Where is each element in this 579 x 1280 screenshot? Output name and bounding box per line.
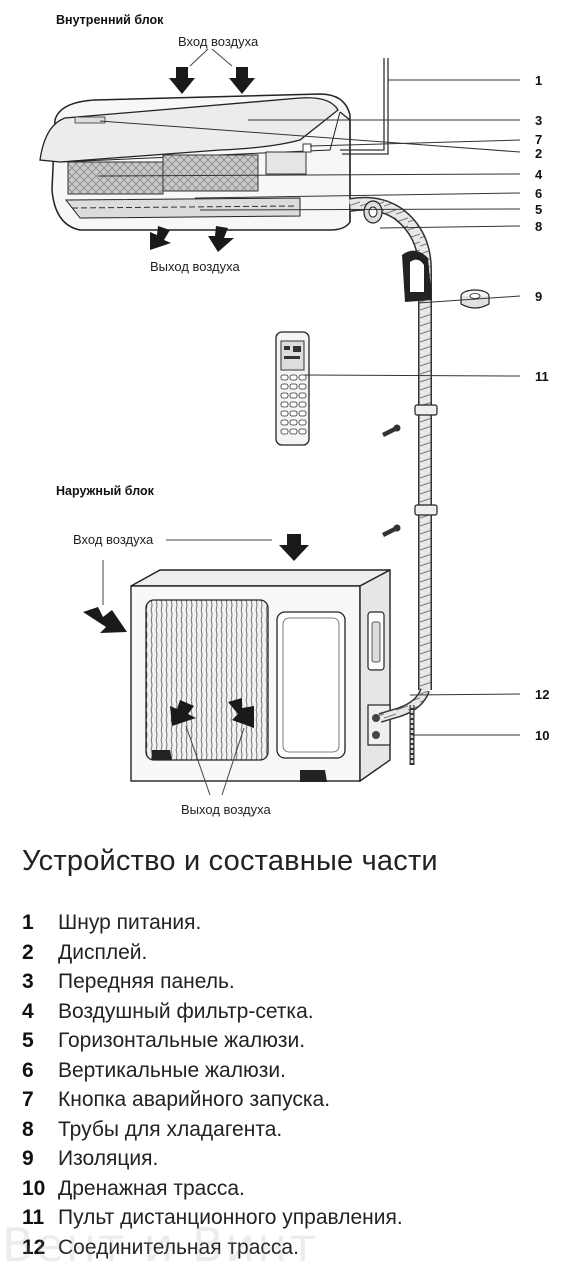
legend-text: Передняя панель. (58, 970, 235, 993)
legend-text: Дисплей. (58, 940, 148, 964)
legend-text: Дренажная трасса. (58, 1176, 245, 1200)
legend-item: 1 Шнур питания. (22, 911, 403, 941)
legend-number: 4 (22, 999, 34, 1023)
wall-sleeve (402, 250, 432, 302)
legend-item: 8 Трубы для хладагента. (22, 1118, 403, 1148)
callout-2: 2 (535, 146, 543, 161)
legend-item: 12 Соединительная трасса. (22, 1236, 403, 1266)
callout-3: 3 (535, 113, 543, 128)
section-heading: Устройство и составные части (22, 845, 438, 877)
legend-number: 10 (22, 1176, 46, 1200)
legend-text: Шнур питания. (58, 911, 202, 934)
indoor-unit (39, 93, 351, 231)
legend-number: 8 (22, 1117, 34, 1141)
callout-12: 12 (535, 687, 550, 702)
legend-number: 6 (22, 1058, 34, 1082)
legend-number: 3 (22, 970, 34, 993)
parts-legend: 1 Шнур питания. 2 Дисплей. 3 Передняя панел… (22, 911, 403, 1265)
callout-leaders (97, 79, 521, 736)
indoor-air-out-label: Выход воздуха (150, 259, 240, 274)
legend-item: 11 Пульт дистанционного управления. (22, 1206, 403, 1236)
callout-6: 6 (535, 186, 543, 201)
legend-text: Соединительная трасса. (58, 1235, 299, 1259)
callout-5: 5 (535, 202, 543, 217)
callout-9: 9 (535, 289, 543, 304)
indoor-air-in-lines (189, 48, 233, 67)
legend-number: 7 (22, 1088, 34, 1111)
legend-text: Горизонтальные жалюзи. (58, 1029, 306, 1052)
legend-item: 7 Кнопка аварийного запуска. (22, 1088, 403, 1118)
indoor-air-out-arrows (150, 226, 234, 252)
outdoor-air-in-lines (102, 539, 272, 605)
legend-text: Кнопка аварийного запуска. (58, 1088, 331, 1111)
callout-8: 8 (535, 219, 543, 234)
outdoor-unit (130, 568, 391, 783)
air-conditioner-diagram (39, 48, 521, 796)
legend-number: 9 (22, 1147, 34, 1170)
callout-1: 1 (535, 73, 543, 88)
legend-number: 11 (22, 1206, 45, 1229)
power-cord (340, 58, 389, 155)
screws (382, 424, 401, 537)
callout-10: 10 (535, 728, 550, 743)
remote-control (275, 331, 310, 446)
outdoor-air-out-label: Выход воздуха (181, 802, 271, 817)
watermark: Вент и Винт (2, 1218, 319, 1272)
legend-item: 2 Дисплей. (22, 941, 403, 971)
legend-item: 3 Передняя панель. (22, 970, 403, 1000)
outdoor-unit-title: Наружный блок (56, 484, 154, 498)
legend-text: Пульт дистанционного управления. (58, 1206, 403, 1229)
callout-4: 4 (535, 167, 543, 182)
outdoor-air-in-arrows (83, 534, 309, 633)
legend-item: 9 Изоляция. (22, 1147, 403, 1177)
legend-number: 5 (22, 1029, 34, 1052)
connecting-route (378, 688, 430, 723)
legend-item: 6 Вертикальные жалюзи. (22, 1059, 403, 1089)
legend-item: 5 Горизонтальные жалюзи. (22, 1029, 403, 1059)
legend-number: 12 (22, 1235, 46, 1259)
legend-text: Трубы для хладагента. (58, 1117, 283, 1141)
legend-number: 1 (22, 911, 34, 934)
callout-11: 11 (535, 369, 549, 384)
callout-7: 7 (535, 132, 543, 147)
indoor-unit-title: Внутренний блок (56, 13, 164, 27)
legend-item: 10 Дренажная трасса. (22, 1177, 403, 1207)
indoor-air-in-label: Вход воздуха (178, 34, 259, 49)
outdoor-air-in-label: Вход воздуха (73, 532, 154, 547)
legend-text: Воздушный фильтр-сетка. (58, 999, 314, 1023)
legend-item: 4 Воздушный фильтр-сетка. (22, 1000, 403, 1030)
pipe-clips (414, 404, 438, 516)
legend-number: 2 (22, 940, 34, 964)
outdoor-air-out-lines (185, 725, 245, 796)
indoor-air-in-arrows (169, 67, 255, 94)
outdoor-air-out-arrows (170, 698, 254, 728)
legend-text: Вертикальные жалюзи. (58, 1058, 286, 1082)
legend-text: Изоляция. (58, 1147, 159, 1170)
